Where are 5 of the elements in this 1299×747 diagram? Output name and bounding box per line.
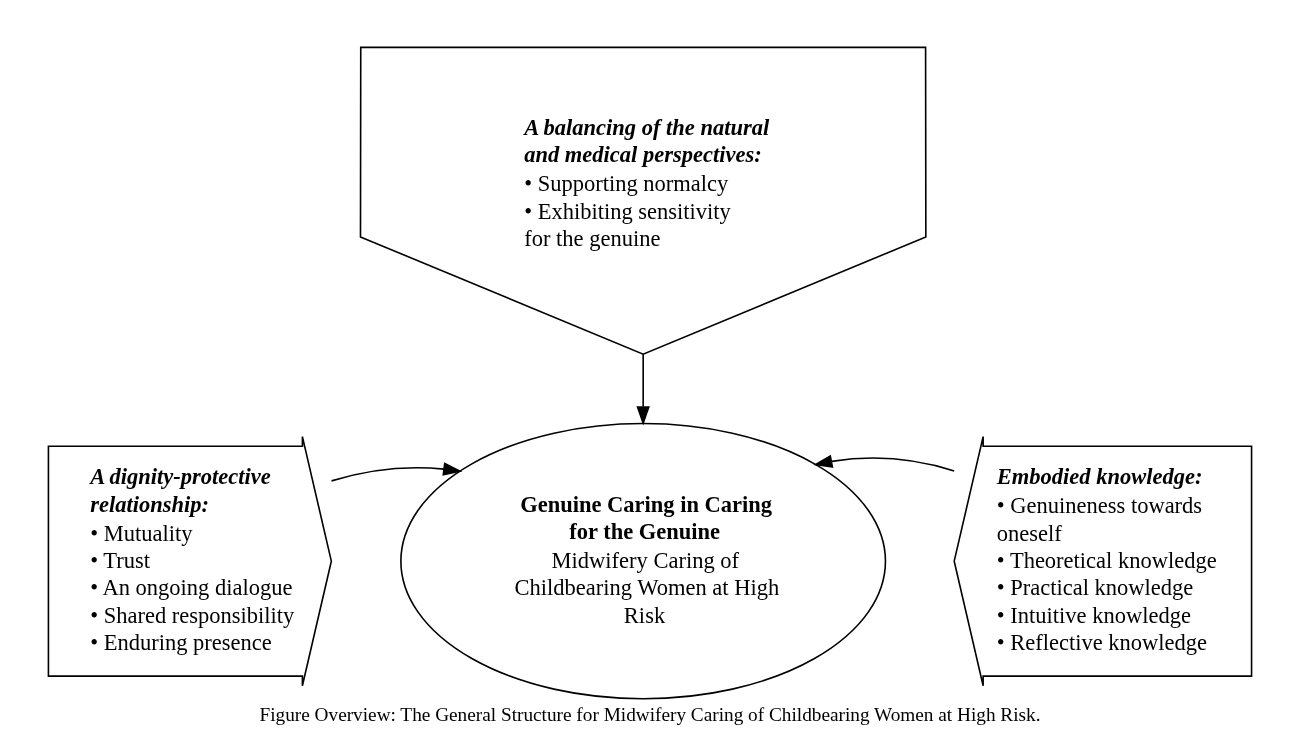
arrow: [635, 353, 650, 426]
caption: Figure Overview: The General Structure for Midwifery Caring of Childbearing Women at High Risk.: [258, 703, 1041, 725]
node-ellipse: Genuine Caring in Caring for the Genuine Midwifery Caring of Childbearing Women at High Risk: [399, 422, 886, 700]
arrow: [812, 454, 955, 472]
arrow: [330, 462, 462, 482]
